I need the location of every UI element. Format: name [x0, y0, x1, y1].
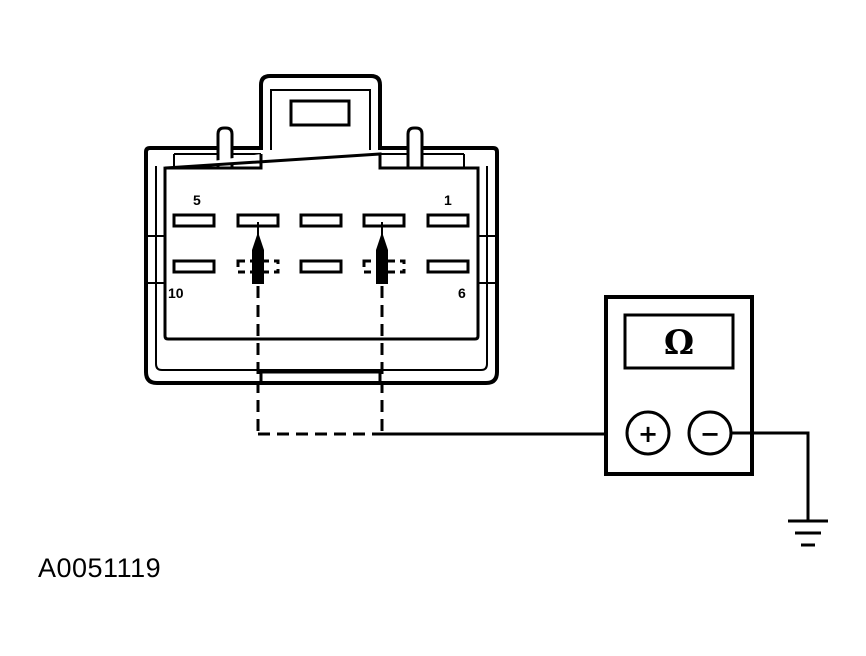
latch-block [289, 99, 351, 127]
pin-cavity-10 [172, 259, 216, 274]
connector-pin-face [163, 152, 480, 341]
test-probe-right [376, 222, 388, 434]
pin-cavity-1 [426, 213, 470, 228]
positive-terminal [625, 410, 671, 456]
connector-bottom-lip [259, 370, 382, 383]
pin-cavity-2 [362, 213, 406, 228]
pin-cavity-3 [299, 213, 343, 228]
ground-icon [788, 519, 828, 547]
latch-post-right [406, 126, 424, 168]
pin-label-5: 5 [193, 192, 201, 208]
positive-terminal-sign: + [638, 420, 658, 448]
pin-row-top [172, 213, 470, 228]
latch-post-left [216, 126, 234, 168]
pin-cavity-5 [172, 213, 216, 228]
ohm-symbol: Ω [664, 323, 694, 363]
connector-housing-inner [155, 166, 488, 371]
ohmmeter-display [623, 313, 735, 370]
figure-id: A0051119 [38, 553, 162, 583]
pin-label-10: 10 [168, 285, 184, 301]
connector [144, 74, 499, 385]
wire-to-ground [731, 431, 810, 520]
test-probe-left [252, 222, 264, 434]
pin-label-6: 6 [458, 285, 466, 301]
negative-terminal-sign: − [700, 420, 720, 448]
pin-cavity-8 [299, 259, 343, 274]
ohmmeter: Ω + − [604, 295, 754, 476]
pin-label-1: 1 [444, 192, 452, 208]
locking-tab-inner [270, 89, 371, 150]
pin-cavity-6 [426, 259, 470, 274]
